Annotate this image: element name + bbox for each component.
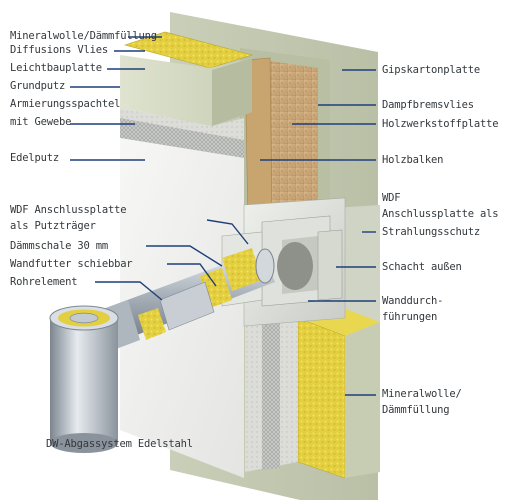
label-wdf-putztraeger-line2: als Putzträger <box>10 220 96 232</box>
label-wdf-strahlungsschutz-line2: Anschlussplatte als <box>382 208 499 220</box>
label-edelputz: Edelputz <box>10 152 59 164</box>
label-grundputz: Grundputz <box>10 80 66 92</box>
label-mineralwolle-top: Mineralwolle/Dämmfüllung <box>10 30 157 42</box>
label-daemmschale: Dämmschale 30 mm <box>10 240 108 252</box>
armierungsspachtel-layer <box>120 118 244 158</box>
leader-lines-left <box>70 36 249 301</box>
label-holzbalken: Holzbalken <box>382 154 444 166</box>
label-wdf-putztraeger: WDF Anschlussplatte <box>10 204 127 216</box>
mineralwolle-bottom-front <box>297 317 346 479</box>
label-wdf-strahlungsschutz: WDF <box>382 192 401 204</box>
dw-pipe-top-inner <box>69 312 99 324</box>
label-wdf-strahlungsschutz-line3: Strahlungsschutz <box>382 226 480 238</box>
holzwerkstoffplatte-layer <box>262 60 318 225</box>
mesh-bottom <box>262 320 280 470</box>
schacht-aussen <box>317 229 343 301</box>
label-wanddurchfuehrungen-line2: führungen <box>382 311 438 323</box>
label-gipskartonplatte: Gipskartonplatte <box>382 64 480 76</box>
label-armierungsspachtel: Armierungsspachtel <box>10 98 121 110</box>
label-leichtbauplatte: Leichtbauplatte <box>10 62 102 74</box>
label-dw-abgassystem: DW-Abgassystem Edelstahl <box>46 438 193 450</box>
label-wandfutter: Wandfutter schiebbar <box>10 258 133 270</box>
daemmschale-ring-1 <box>222 248 262 291</box>
label-mineralwolle-bottom: Mineralwolle/ <box>382 388 462 400</box>
label-mineralwolle-bottom-line2: Dämmfüllung <box>382 404 450 416</box>
wandfutter-sleeve <box>159 281 215 331</box>
leader-lines-right <box>260 69 376 396</box>
label-armierungsspachtel-line2: mit Gewebe <box>10 116 72 128</box>
daemmschale-ring-3 <box>138 308 166 340</box>
dw-pipe-bottom <box>50 433 118 453</box>
label-holzwerkstoffplatte: Holzwerkstoffplatte <box>382 118 499 130</box>
schacht-opening <box>277 242 313 290</box>
label-diffusions-vlies: Diffusions Vlies <box>10 44 108 56</box>
leichtbauplatte-side <box>212 58 252 126</box>
label-rohrelement: Rohrelement <box>10 276 78 288</box>
label-wanddurchfuehrungen: Wanddurch- <box>382 295 444 307</box>
label-dampfbremsvlies: Dampfbremsvlies <box>382 99 474 111</box>
board-bottom-right <box>345 322 380 478</box>
pipe-end-ring <box>255 248 275 284</box>
label-schacht-aussen: Schacht außen <box>382 261 462 273</box>
dw-abgassystem-pipe <box>50 318 118 443</box>
